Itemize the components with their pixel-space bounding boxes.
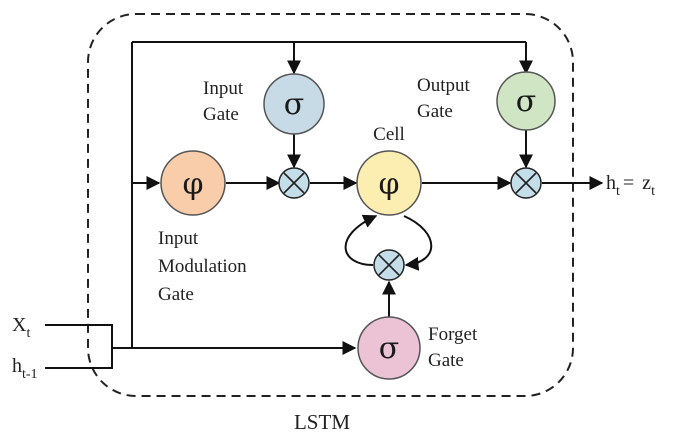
xt-wire bbox=[45, 324, 113, 348]
input-h-prev-label: ht-1 bbox=[12, 355, 38, 382]
output-gate-label-line1: Output bbox=[417, 75, 471, 96]
input-h-prev-sub: t-1 bbox=[22, 367, 38, 382]
cell-symbol: φ bbox=[378, 167, 399, 202]
multiply-icon-stroke-b bbox=[378, 254, 400, 276]
output-z: z bbox=[642, 172, 651, 194]
cell-label: Cell bbox=[373, 124, 405, 145]
forget-gate-label-line1: Forget bbox=[428, 324, 478, 345]
recurrent-loop-right bbox=[403, 215, 433, 271]
forget-gate-circle bbox=[357, 316, 421, 380]
input-gate-circle bbox=[263, 73, 325, 135]
ht-1-wire bbox=[45, 348, 113, 369]
input-modulation-label-line2: Modulation bbox=[158, 256, 247, 277]
input-gate-label-line1: Input bbox=[203, 78, 244, 99]
output-gate: σ Output Gate bbox=[417, 71, 556, 131]
input-x-label: Xt bbox=[12, 314, 30, 341]
lstm-container bbox=[87, 13, 574, 397]
input-gate-symbol: σ bbox=[284, 87, 304, 122]
input-x-base: X bbox=[12, 314, 27, 336]
output-gate-label-line2: Gate bbox=[417, 101, 453, 122]
connections bbox=[45, 41, 604, 369]
output-eq: = bbox=[623, 172, 634, 194]
input-h-prev-base: h bbox=[12, 355, 22, 377]
input-gate: σ Input Gate bbox=[203, 73, 325, 135]
forget-gate: σ Forget Gate bbox=[357, 316, 478, 380]
output-h-sub: t bbox=[616, 184, 620, 199]
input-x-sub: t bbox=[26, 326, 30, 341]
input-modulation-gate-circle bbox=[160, 150, 226, 216]
cell: φ Cell bbox=[356, 124, 422, 216]
forget-multiply-node bbox=[373, 249, 405, 281]
input-multiply-node bbox=[278, 167, 310, 199]
output-gate-symbol: σ bbox=[516, 84, 536, 119]
lstm-label: LSTM bbox=[294, 410, 350, 434]
input-modulation-label-line3: Gate bbox=[158, 284, 194, 305]
recurrent-loop-left bbox=[344, 214, 378, 266]
forget-gate-symbol: σ bbox=[379, 331, 399, 366]
input-modulation-label-line1: Input bbox=[158, 228, 199, 249]
cell-circle bbox=[356, 150, 422, 216]
output-h: h bbox=[606, 172, 616, 194]
output-z-sub: t bbox=[651, 184, 655, 199]
output-label: ht=zt bbox=[606, 172, 655, 199]
input-modulation-gate: φ Input Modulation Gate bbox=[158, 150, 247, 305]
output-multiply-node bbox=[510, 167, 542, 199]
multiply-icon-stroke-b bbox=[515, 172, 537, 194]
input-modulation-gate-symbol: φ bbox=[182, 167, 203, 202]
multiply-icon-stroke-b bbox=[283, 172, 305, 194]
output-gate-circle bbox=[496, 71, 556, 131]
input-gate-label-line2: Gate bbox=[203, 104, 239, 125]
forget-gate-label-line2: Gate bbox=[428, 350, 464, 371]
